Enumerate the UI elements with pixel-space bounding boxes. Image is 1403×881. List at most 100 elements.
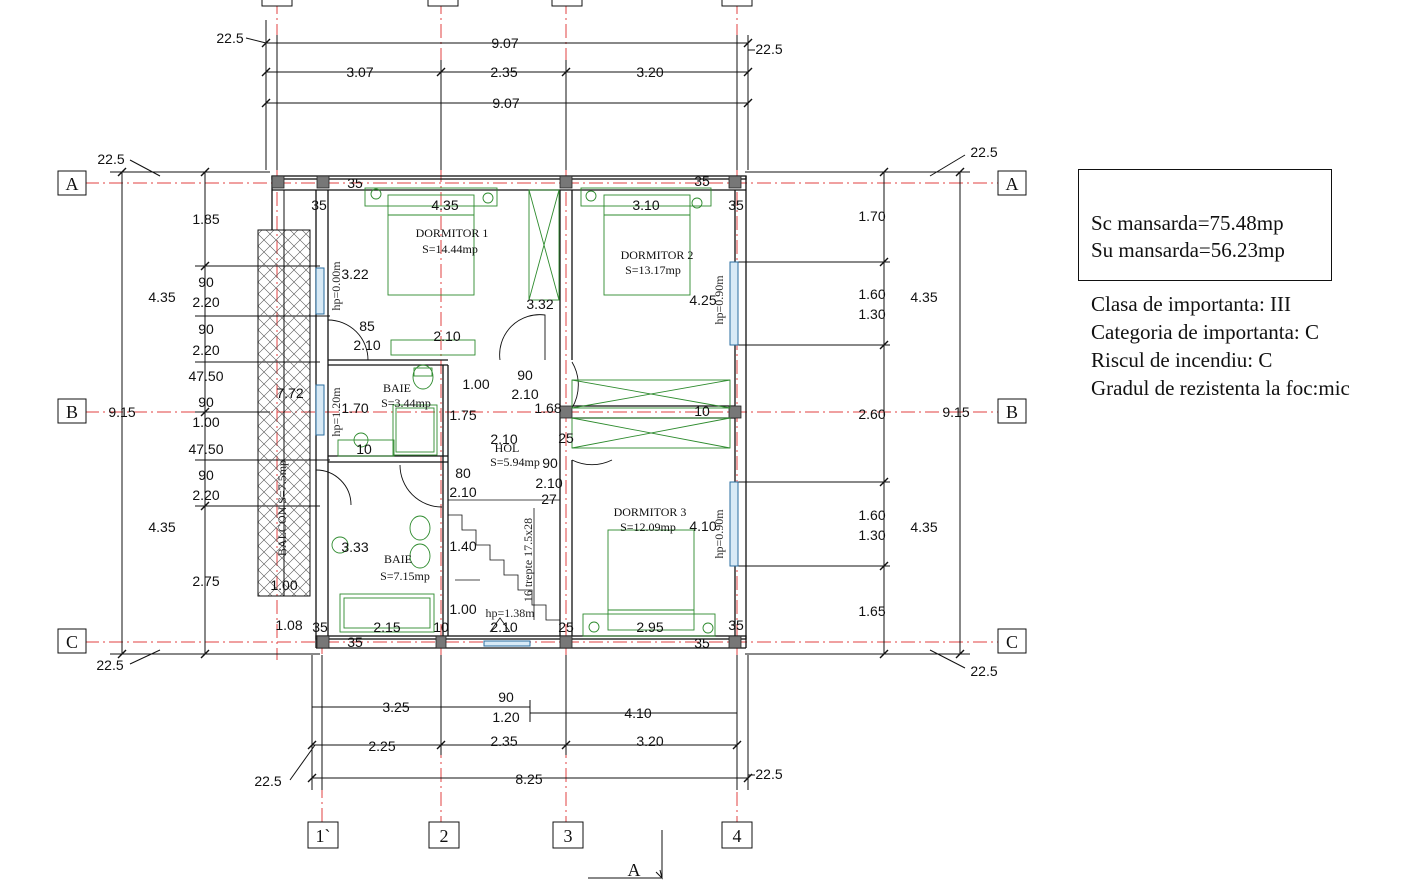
su-mansarda: Su mansarda=56.23mp <box>1091 238 1285 262</box>
dim-w25-1: 25 <box>558 619 574 635</box>
dim-d2-width: 3.10 <box>632 197 659 213</box>
dim-left-4750a: 47.50 <box>188 368 223 384</box>
area-summary-box: Sc mansarda=75.48mp Su mansarda=56.23mp <box>1078 169 1332 281</box>
dim-bot-c: 2.25 <box>368 738 395 754</box>
dim-corner-br: 22.5 <box>755 766 782 782</box>
dim-left-4: 2.75 <box>192 573 219 589</box>
dim-bot-120: 1.20 <box>492 709 519 725</box>
dim-corner-ltop: 22.5 <box>97 151 124 167</box>
classification-list: Clasa de importanta: III Categoria de im… <box>1091 290 1350 402</box>
room-area-dormitor-2: S=13.17mp <box>625 263 681 277</box>
section-mark <box>588 830 663 880</box>
dim-322: 3.22 <box>341 266 368 282</box>
room-name-baie-2: BAIE <box>384 552 412 566</box>
room-name-dormitor-3: DORMITOR 3 <box>614 505 687 519</box>
axis-label-c-left: C <box>66 632 78 652</box>
dim-27: 27 <box>541 491 557 507</box>
dim-w35-6: 35 <box>728 617 744 633</box>
dim-corner-rbot: 22.5 <box>970 663 997 679</box>
axis-label-2: 2 <box>440 826 449 846</box>
dim-corner-lbot: 22.5 <box>96 657 123 673</box>
stair-height-label: hp=1.38m <box>485 606 535 620</box>
dim-d3-width: 2.95 <box>636 619 663 635</box>
window-height-4: hp=0.90m <box>712 509 726 559</box>
categoria-importanta: Categoria de importanta: C <box>1091 320 1320 344</box>
room-name-dormitor-2: DORMITOR 2 <box>621 248 694 262</box>
dim-left-4750b: 47.50 <box>188 441 223 457</box>
dim-333: 3.33 <box>341 539 368 555</box>
structural-columns <box>271 175 742 649</box>
dim-w10-3: 10 <box>356 441 372 457</box>
dim-175: 1.75 <box>449 407 476 423</box>
room-area-dormitor-1: S=14.44mp <box>422 242 478 256</box>
dim-w35-5: 35 <box>312 619 328 635</box>
dim-90b: 90 <box>542 455 558 471</box>
axis-label-3: 3 <box>564 826 573 846</box>
dim-90a: 90 <box>517 367 533 383</box>
dim-100a: 1.00 <box>462 376 489 392</box>
dim-772: 7.72 <box>276 385 303 401</box>
dim-right-3: 1.30 <box>858 306 885 322</box>
dim-left-90d: 90 <box>198 467 214 483</box>
dim-bot-a: 3.25 <box>382 699 409 715</box>
dim-left-90c: 90 <box>198 394 214 410</box>
dim-d1-width: 4.35 <box>431 197 458 213</box>
axis-label-c-right: C <box>1006 632 1018 652</box>
dim-170: 1.70 <box>341 400 368 416</box>
dim-right-1: 1.70 <box>858 208 885 224</box>
dim-w25-2: 25 <box>558 430 574 446</box>
dim-top-c: 3.20 <box>636 64 663 80</box>
window-height-1: hp=0.00m <box>329 261 343 311</box>
dim-left-90a: 90 <box>198 274 214 290</box>
dim-window-100: 1.00 <box>270 577 297 593</box>
section-label: A <box>628 860 641 880</box>
dim-left-3: 4.35 <box>148 519 175 535</box>
dim-425: 4.25 <box>689 292 716 308</box>
window-height-3: hp=0.90m <box>712 275 726 325</box>
windows <box>315 261 739 647</box>
room-area-baie-1: S=3.44mp <box>381 396 431 410</box>
dim-210b: 2.10 <box>433 328 460 344</box>
dim-85: 85 <box>359 318 375 334</box>
room-name-hol: HOL <box>495 441 520 455</box>
dim-210c: 2.10 <box>511 386 538 402</box>
window-height-2: hp=1.20m <box>329 387 343 437</box>
room-area-baie-2: S=7.15mp <box>380 569 430 583</box>
dim-w35-1: 35 <box>347 175 363 191</box>
dim-left-220b: 2.20 <box>192 342 219 358</box>
dim-left-total: 9.15 <box>108 404 135 420</box>
dim-top-a: 3.07 <box>346 64 373 80</box>
dim-210e: 2.10 <box>449 484 476 500</box>
dim-bot-b: 4.10 <box>624 705 651 721</box>
dim-top-b: 2.35 <box>490 64 517 80</box>
dim-b2-width: 2.15 <box>373 619 400 635</box>
dim-332: 3.32 <box>526 296 553 312</box>
dim-right-big-2: 4.35 <box>910 519 937 535</box>
dim-210-stair: 2.10 <box>535 475 562 491</box>
door-swings <box>315 314 613 508</box>
furniture <box>331 187 731 637</box>
gradul-rezistenta: Gradul de rezistenta la foc:mic <box>1091 376 1350 400</box>
dim-left-100: 1.00 <box>192 414 219 430</box>
dim-108: 1.08 <box>275 617 302 633</box>
dim-w35-7: 35 <box>347 634 363 650</box>
sc-mansarda: Sc mansarda=75.48mp <box>1091 211 1284 235</box>
room-area-hol: S=5.94mp <box>490 455 540 469</box>
dim-w35-4: 35 <box>728 197 744 213</box>
dim-corner-tl: 22.5 <box>216 30 243 46</box>
axis-label-b-left: B <box>66 402 78 422</box>
dim-410: 4.10 <box>689 518 716 534</box>
dim-left-220c: 2.20 <box>192 487 219 503</box>
dim-left-2: 4.35 <box>148 289 175 305</box>
dim-left-220a: 2.20 <box>192 294 219 310</box>
dim-right-6: 1.30 <box>858 527 885 543</box>
dim-right-total: 9.15 <box>942 404 969 420</box>
room-name-baie-1: BAIE <box>383 381 411 395</box>
dim-bot-total: 8.25 <box>515 771 542 787</box>
dim-hol-bottom: 2.10 <box>490 619 517 635</box>
dim-140: 1.40 <box>449 538 476 554</box>
dim-right-2: 1.60 <box>858 286 885 302</box>
stair-label: 16 trepte 17.5x28 <box>521 518 535 602</box>
dim-100b: 1.00 <box>449 601 476 617</box>
